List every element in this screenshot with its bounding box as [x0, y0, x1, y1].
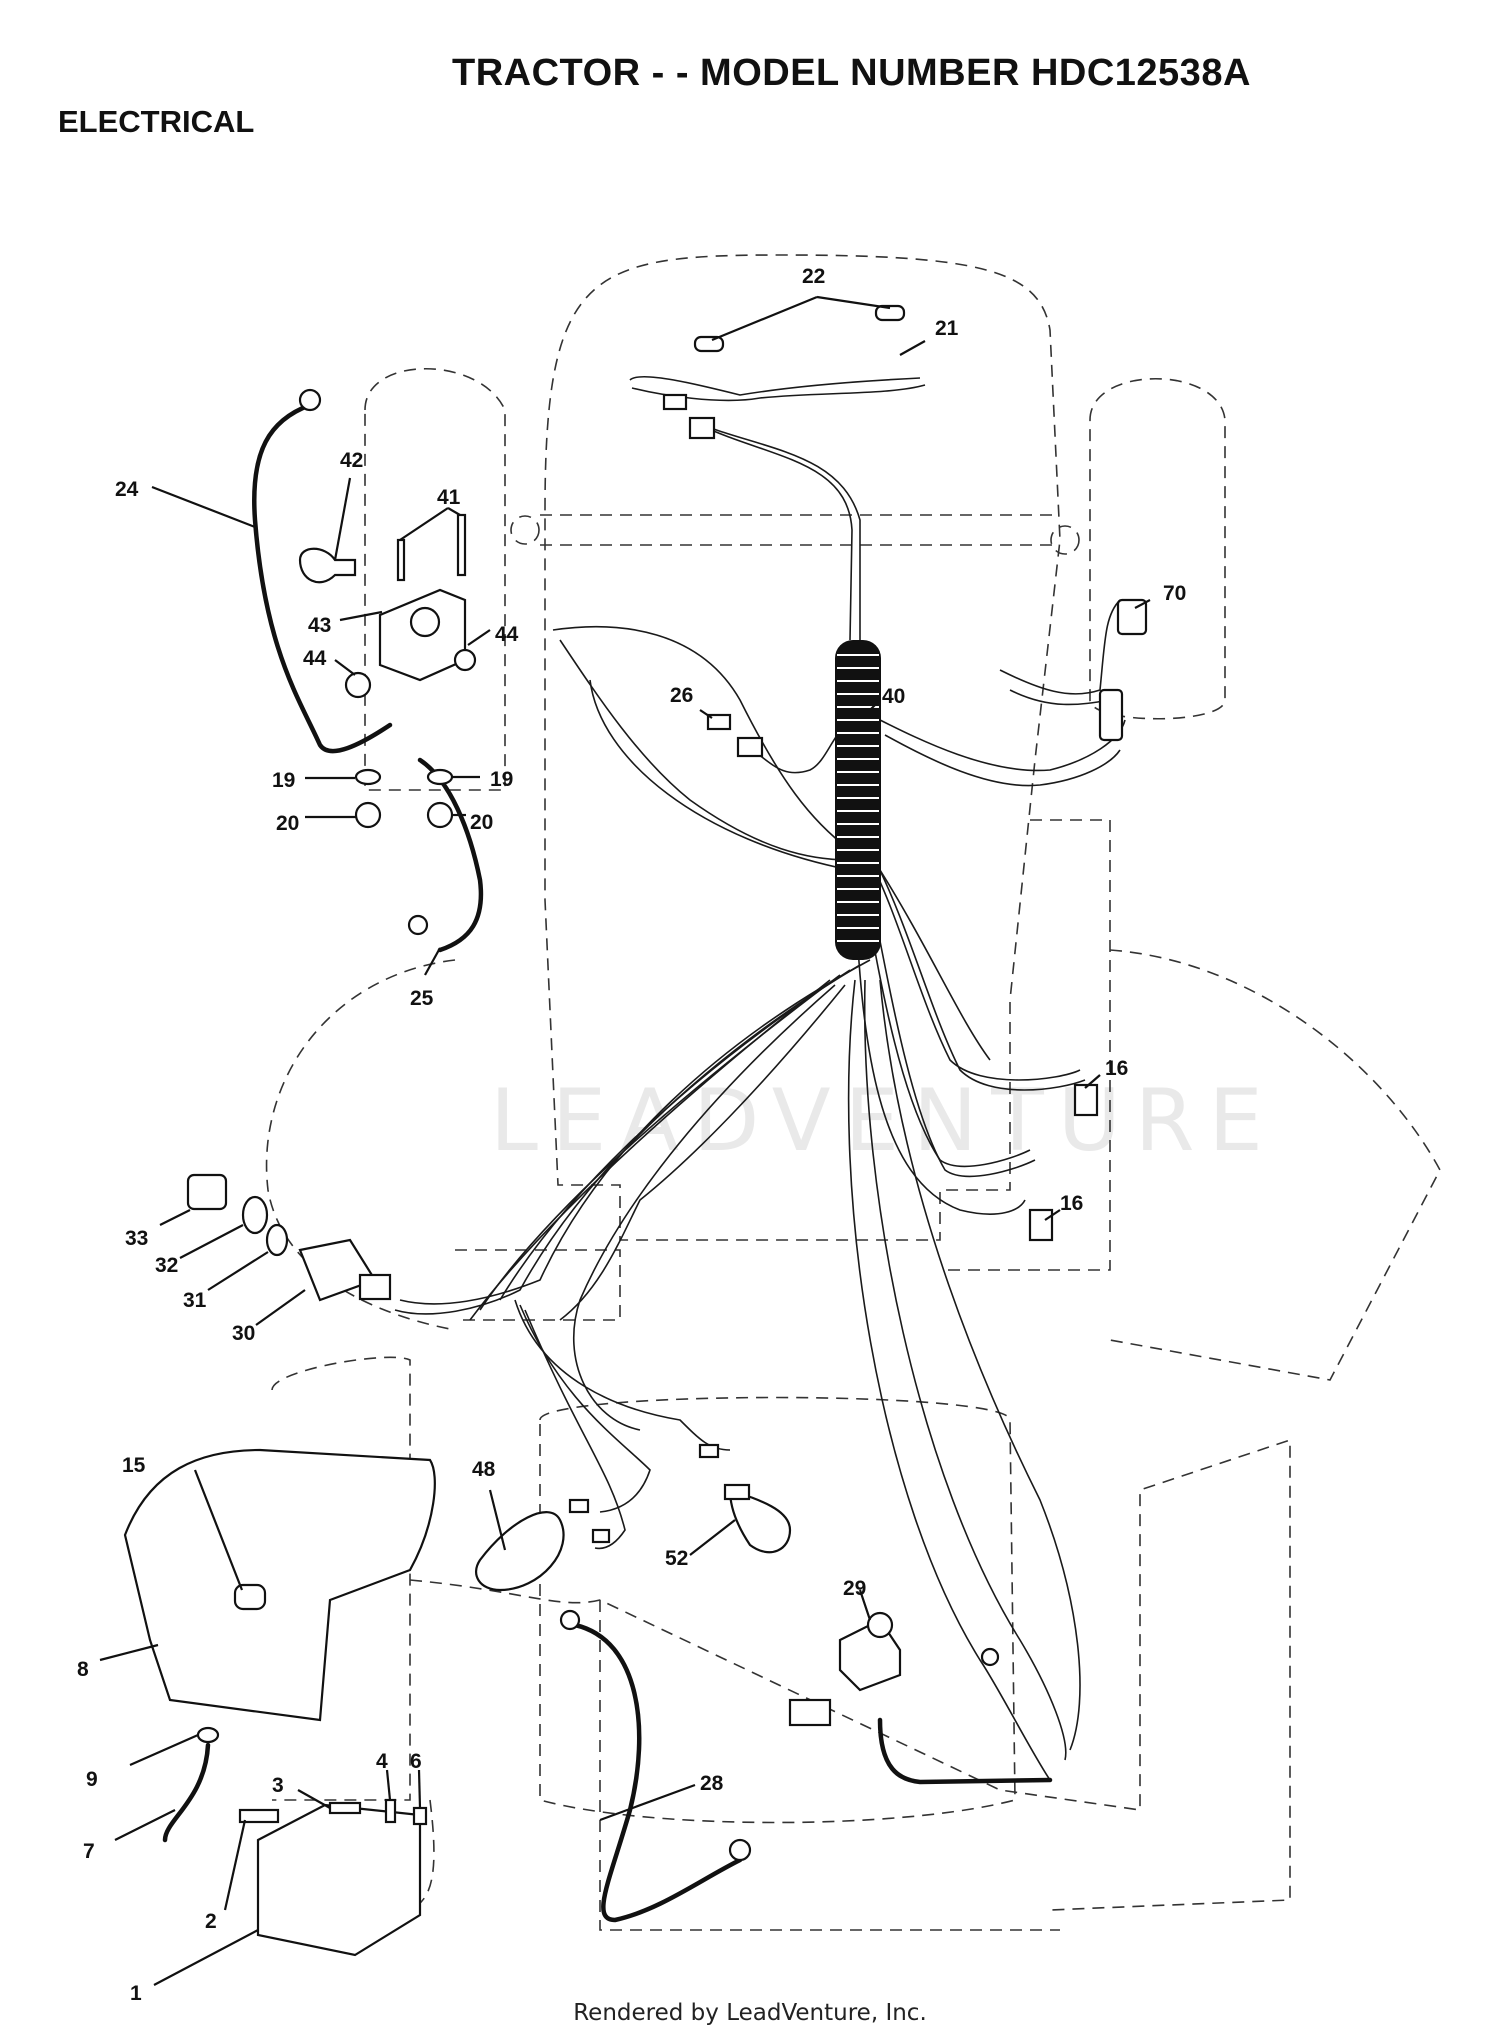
boot-42	[298, 547, 357, 584]
fuel-line-7	[162, 1742, 211, 1843]
cable-coil-29	[877, 1717, 1053, 1785]
connector-48a	[568, 1498, 590, 1514]
washer-19a	[354, 768, 382, 786]
nut-44b	[453, 648, 477, 672]
connector-21a	[662, 393, 688, 411]
callout-1: 1	[130, 1982, 142, 2005]
callout-19a: 19	[272, 769, 295, 792]
callout-41: 41	[437, 486, 461, 509]
washer-19b	[426, 768, 454, 786]
fuel-tank-8	[123, 1448, 436, 1722]
ring-terminal-28b	[728, 1838, 752, 1862]
leader-lines	[99, 295, 1151, 1986]
nut-20a	[354, 801, 382, 829]
connector-26a	[706, 713, 732, 731]
connector-48b	[591, 1528, 611, 1544]
callouts: 24 42 41 43 44 44 19 19 20 20 25 22 21 2…	[77, 265, 1186, 2005]
callout-26: 26	[670, 684, 693, 707]
callout-42: 42	[340, 449, 363, 472]
callout-43: 43	[308, 614, 331, 637]
callout-15: 15	[122, 1454, 146, 1477]
callout-22: 22	[802, 265, 825, 288]
solenoid-post	[409, 606, 441, 638]
callout-6: 6	[410, 1750, 422, 1773]
callout-2: 2	[205, 1910, 217, 1933]
callout-20b: 20	[470, 811, 493, 834]
ring-terminal-loop	[980, 1647, 1000, 1667]
callout-21: 21	[935, 317, 959, 340]
connector-harness-end	[698, 1443, 720, 1459]
callout-4: 4	[376, 1750, 388, 1773]
bolt-41b	[456, 513, 467, 577]
cable-25	[417, 757, 484, 953]
nut-6	[412, 1806, 428, 1826]
callout-9: 9	[86, 1768, 98, 1791]
bolt-3	[328, 1801, 362, 1815]
headlight-bulb-22b	[874, 304, 906, 322]
callout-29: 29	[843, 1577, 866, 1600]
connector-16a	[1073, 1083, 1099, 1117]
parts	[123, 304, 1148, 1957]
bolt-2	[238, 1808, 280, 1824]
callout-16a: 16	[1105, 1057, 1128, 1080]
cable-28	[572, 1622, 743, 1923]
washer-31	[265, 1223, 289, 1257]
key-33	[186, 1173, 228, 1211]
callout-33: 33	[125, 1227, 148, 1250]
fuel-cap-9	[196, 1726, 220, 1744]
callout-16b: 16	[1060, 1192, 1083, 1215]
callout-70: 70	[1163, 582, 1186, 605]
fuel-sender-15	[233, 1583, 267, 1611]
ring-terminal-24	[298, 388, 322, 412]
cable-24	[252, 402, 393, 754]
ring-terminal-28a	[559, 1609, 581, 1631]
tractor-outline	[265, 254, 1441, 1931]
ring-terminal-25	[407, 914, 429, 936]
callout-48: 48	[472, 1458, 496, 1481]
nut-44a	[344, 671, 372, 699]
connector-52	[723, 1483, 751, 1501]
section-title: ELECTRICAL	[58, 104, 255, 139]
connector-29	[788, 1698, 832, 1727]
connector-21b	[688, 416, 716, 440]
wire-loom	[835, 640, 881, 960]
callout-52: 52	[665, 1547, 688, 1570]
wiring-harness	[394, 375, 1126, 1781]
page-title: TRACTOR - - MODEL NUMBER HDC12538A	[452, 52, 1251, 94]
switch-29-plunger	[866, 1611, 894, 1639]
battery-1	[256, 1803, 422, 1957]
nut-20b	[426, 801, 454, 829]
connector-16b	[1028, 1208, 1054, 1242]
connector-26b	[736, 736, 764, 758]
nut-32	[241, 1195, 269, 1235]
callout-44a: 44	[303, 647, 327, 670]
callout-25: 25	[410, 987, 434, 1010]
callout-28: 28	[700, 1772, 724, 1795]
callout-44b: 44	[495, 623, 519, 646]
bulb-48	[475, 1511, 565, 1592]
callout-7: 7	[83, 1840, 95, 1863]
callout-24: 24	[115, 478, 139, 501]
bolt-41a	[396, 538, 406, 582]
switch-70b	[1098, 688, 1124, 742]
callout-30: 30	[232, 1322, 255, 1345]
callout-3: 3	[272, 1774, 284, 1797]
watermark: LEADVENTURE	[490, 1071, 1277, 1171]
callout-8: 8	[77, 1658, 89, 1681]
bulb-52	[728, 1488, 792, 1554]
callout-40: 40	[882, 685, 905, 708]
callout-20a: 20	[276, 812, 299, 835]
nut-4	[384, 1798, 397, 1824]
footer-credit: Rendered by LeadVenture, Inc.	[573, 2000, 927, 2026]
connector-30	[358, 1273, 392, 1301]
callout-31: 31	[183, 1289, 207, 1312]
callout-19b: 19	[490, 768, 513, 791]
headlight-bulb-22a	[693, 335, 725, 353]
callout-32: 32	[155, 1254, 178, 1277]
switch-70a	[1116, 598, 1148, 636]
